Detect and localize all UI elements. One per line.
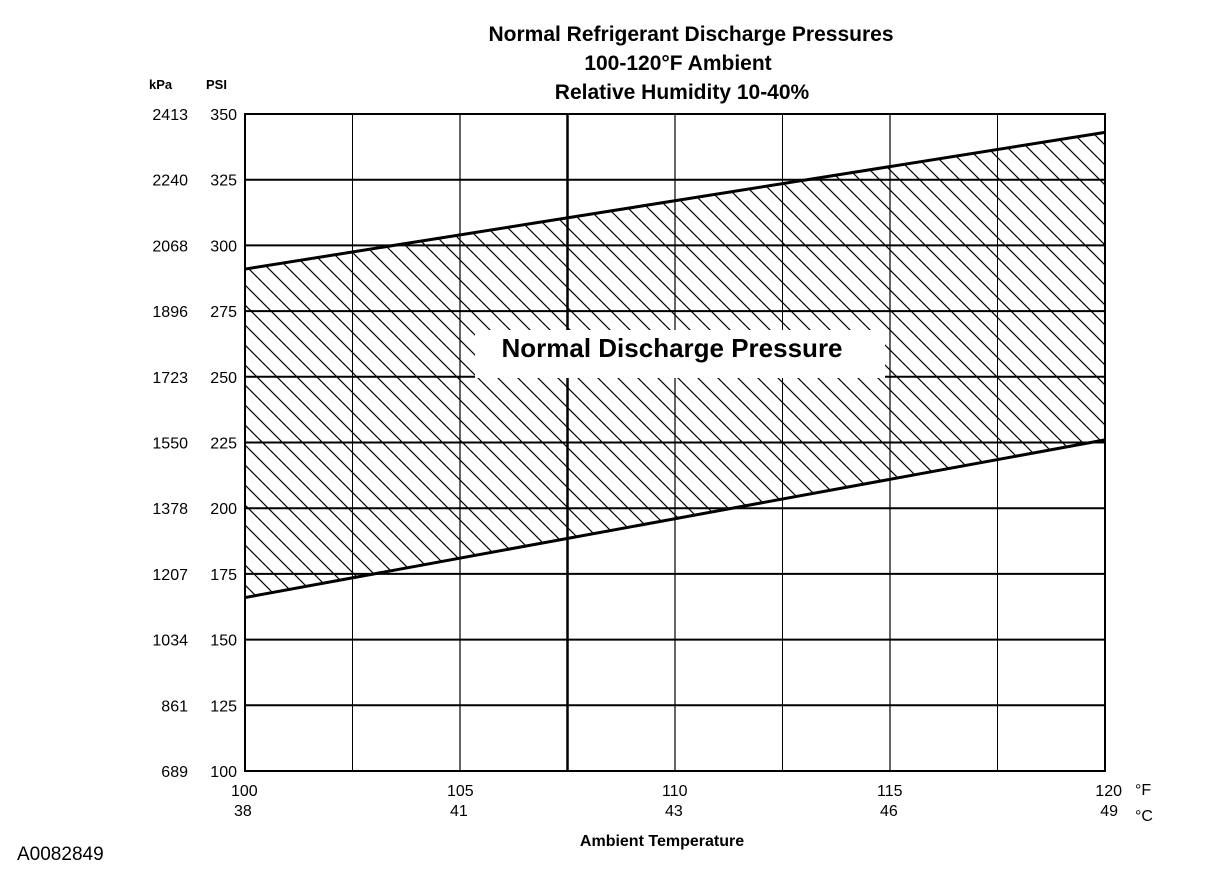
- y-tick-kpa: 689: [161, 764, 188, 781]
- y-tick-psi: 175: [210, 567, 237, 584]
- title-line-3: Relative Humidity 10-40%: [555, 81, 810, 104]
- y-tick-psi: 350: [210, 107, 237, 124]
- x-tick-f: 110: [662, 783, 688, 800]
- plot-frame: [244, 113, 1106, 772]
- border-lines: [244, 113, 1106, 772]
- x-unit-f: °F: [1135, 782, 1151, 799]
- title-line-2: 100-120°F Ambient: [584, 52, 771, 75]
- band-label-group: Normal Discharge Pressure: [475, 330, 885, 378]
- y-tick-psi: 125: [210, 698, 237, 715]
- y-tick-kpa: 1378: [152, 501, 188, 518]
- x-tick-c: 46: [880, 803, 898, 820]
- y-tick-psi: 100: [210, 764, 237, 781]
- y-tick-kpa: 2240: [152, 173, 188, 190]
- y-tick-psi: 150: [210, 633, 237, 650]
- figure-id: A0082849: [17, 844, 104, 865]
- x-axis-label: Ambient Temperature: [580, 833, 744, 850]
- series-line-upper: [244, 130, 1106, 271]
- x-tick-f: 105: [447, 783, 474, 800]
- x-tick-c: 41: [450, 803, 468, 820]
- y-tick-kpa: 1034: [152, 633, 188, 650]
- y-tick-kpa: 1207: [152, 567, 188, 584]
- x-tick-labels: 100 38 105 41 110 43 115 46 120 49: [231, 783, 1122, 820]
- y-tick-kpa: 2068: [152, 238, 188, 255]
- y-tick-kpa: 861: [161, 698, 188, 715]
- y-unit-kpa: kPa: [149, 77, 173, 92]
- band-label-background: [475, 330, 885, 378]
- band-label: Normal Discharge Pressure: [501, 333, 842, 363]
- x-tick-f: 100: [231, 783, 258, 800]
- y-tick-kpa: 1550: [152, 436, 188, 453]
- grid: [245, 114, 1105, 771]
- series-line-lower: [244, 438, 1106, 600]
- y-tick-psi: 200: [210, 501, 237, 518]
- x-tick-f: 120: [1095, 783, 1122, 800]
- y-tick-psi: 325: [210, 173, 237, 190]
- x-tick-c: 49: [1100, 803, 1118, 820]
- y-tick-psi: 225: [210, 436, 237, 453]
- y-tick-kpa: 2413: [152, 107, 188, 124]
- x-tick-c: 43: [665, 803, 683, 820]
- x-tick-c: 38: [234, 803, 252, 820]
- x-tick-f: 115: [877, 783, 903, 800]
- y-tick-psi: 250: [210, 370, 237, 387]
- y-tick-psi: 300: [210, 238, 237, 255]
- y-tick-psi: 275: [210, 304, 237, 321]
- y-tick-kpa: 1723: [152, 370, 188, 387]
- y-unit-psi: PSI: [206, 77, 227, 92]
- y-tick-labels: 2413 350 2240 325 2068 300 1896 275 1723 250 1550 2…: [152, 107, 237, 781]
- y-tick-kpa: 1896: [152, 304, 188, 321]
- title-line-1: Normal Refrigerant Discharge Pressures: [489, 23, 894, 46]
- chart-title: Normal Refrigerant Discharge Pressures 1…: [489, 23, 894, 104]
- x-unit-c: °C: [1135, 808, 1153, 825]
